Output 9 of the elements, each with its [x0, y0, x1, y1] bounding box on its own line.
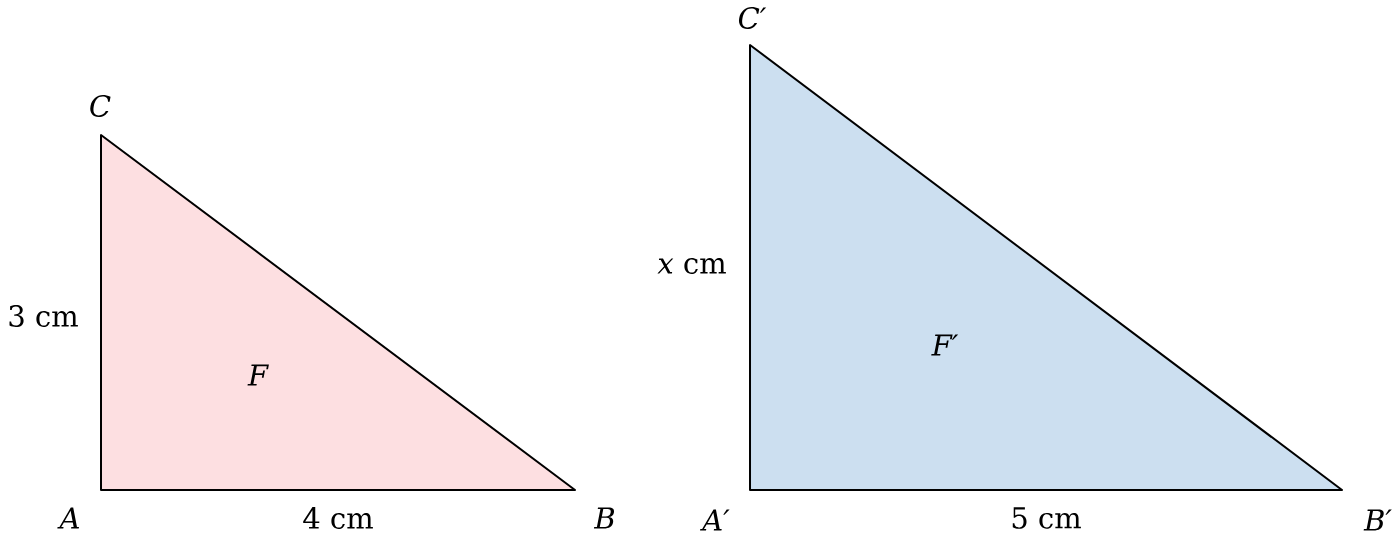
vertex-label: B [593, 507, 614, 529]
vertex-label: C [90, 95, 111, 117]
dimension-label: x cm [657, 258, 726, 274]
vertex-label: A [57, 507, 79, 529]
triangle: F′ [749, 44, 1343, 491]
triangle: F [100, 134, 576, 491]
vertex-label: A′ [700, 509, 730, 531]
vertex-label: B′ [1363, 509, 1392, 531]
vertex-label: C′ [738, 7, 767, 29]
